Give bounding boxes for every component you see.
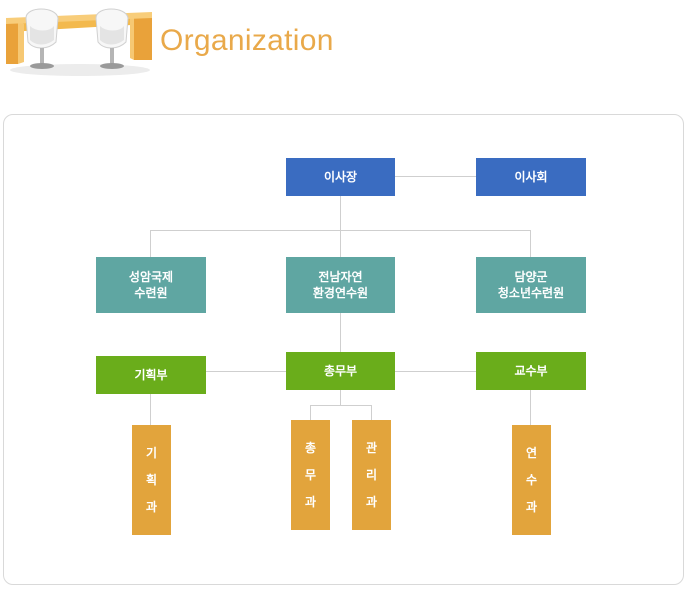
center-seongam-box: 성암국제 수련원 [96, 257, 206, 313]
chairman-box: 이사장 [286, 158, 395, 196]
center-jeonnam-box: 전남자연 환경연수원 [286, 257, 395, 313]
center-damyang-box: 담양군 청소년수련원 [476, 257, 586, 313]
department-planning-box: 기획부 [96, 356, 206, 394]
chair-icon [95, 8, 129, 69]
section-planning-box: 기 획 과 [132, 425, 171, 535]
section-training-box: 연 수 과 [512, 425, 551, 535]
board-box: 이사회 [476, 158, 586, 196]
header-illustration [6, 8, 152, 76]
section-general-affairs-box: 총 무 과 [291, 420, 330, 530]
department-general-affairs-box: 총무부 [286, 352, 395, 390]
page-title: Organization [160, 24, 334, 57]
section-management-box: 관 리 과 [352, 420, 391, 530]
chair-icon [25, 8, 59, 69]
department-education-box: 교수부 [476, 352, 586, 390]
